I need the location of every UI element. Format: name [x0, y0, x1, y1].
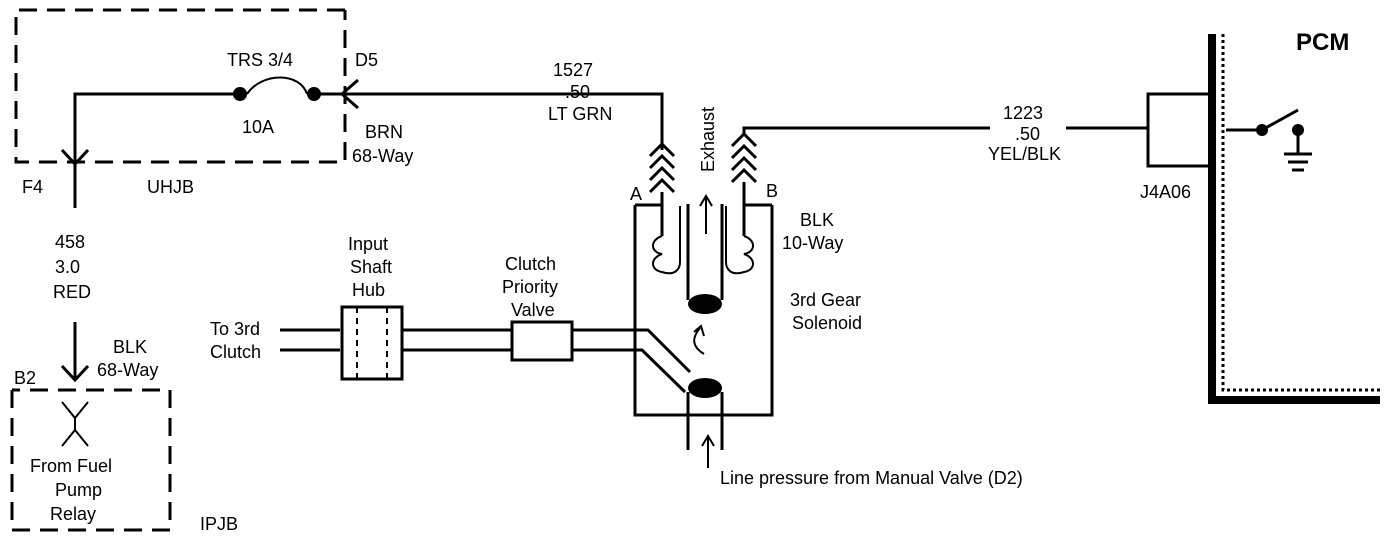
wire-1223-gauge: .50 — [1015, 124, 1040, 144]
cpv-line-1: Clutch — [505, 254, 556, 274]
uhjb-box — [14, 8, 347, 164]
relay-line-3: Relay — [50, 504, 96, 524]
cpv-line-3: Valve — [511, 300, 555, 320]
exhaust-label: Exhaust — [698, 107, 718, 172]
hub-line-3: Hub — [352, 280, 385, 300]
exhaust-arrow-icon — [699, 194, 713, 234]
line-pressure-arrow-icon — [701, 434, 715, 468]
solenoid-line-2: Solenoid — [792, 313, 862, 333]
wire-1223 — [742, 126, 1148, 134]
uhjb-connector-color: BRN — [365, 122, 403, 142]
pcm-connector-box — [1146, 92, 1212, 168]
ground-icon — [1284, 130, 1312, 172]
pin-a-connector-icon — [648, 141, 676, 194]
to-clutch-line-2: Clutch — [210, 342, 261, 362]
relay-line-2: Pump — [55, 480, 102, 500]
ipjb-box — [10, 388, 172, 532]
check-ball-icon — [688, 378, 722, 398]
wire-458-color: RED — [53, 282, 91, 302]
d5-terminal-icon — [339, 78, 359, 110]
ipjb-label: IPJB — [200, 514, 238, 534]
wire-1527 — [314, 92, 664, 150]
solenoid-body — [633, 205, 774, 417]
valve-to-solenoid-lines — [572, 328, 692, 394]
clutch-priority-valve — [510, 320, 574, 362]
pin-b2: B2 — [14, 368, 36, 388]
fuse-icon — [233, 76, 321, 101]
plunger-upper-icon — [688, 294, 722, 314]
wire-458-gauge: 3.0 — [55, 257, 80, 277]
relay-terminal-icon — [61, 401, 89, 447]
pin-f4: F4 — [22, 177, 43, 197]
pcm-enclosure-hatch — [1221, 34, 1380, 392]
pin-a: A — [630, 184, 642, 204]
pcm-enclosure — [1208, 34, 1380, 404]
uhjb-internal-wire — [73, 92, 240, 150]
ball-travel-arrow-icon — [693, 324, 705, 355]
wire-1527-color: LT GRN — [548, 104, 612, 124]
wire-458-circuit: 458 — [55, 232, 85, 252]
hub-to-valve-lines — [402, 328, 512, 352]
exhaust-port — [686, 204, 724, 300]
hub-line-2: Shaft — [350, 257, 392, 277]
coil-b-icon — [725, 206, 754, 275]
hub-line-1: Input — [348, 234, 388, 254]
wire-1527-circuit: 1527 — [553, 60, 593, 80]
line-pressure-port — [686, 392, 724, 450]
pin-b: B — [766, 181, 778, 201]
to-clutch-line-1: To 3rd — [210, 319, 260, 339]
pcm-pin: J4A06 — [1140, 182, 1191, 202]
solenoid-connector-way: 10-Way — [782, 233, 843, 253]
b2-terminal-icon — [60, 364, 90, 383]
pin-d5: D5 — [355, 50, 378, 70]
pin-b-connector-icon — [730, 131, 758, 184]
uhjb-label: UHJB — [147, 177, 194, 197]
pcm-label: PCM — [1296, 29, 1349, 56]
uhjb-connector-way: 68-Way — [352, 146, 413, 166]
coil-a-icon — [652, 206, 681, 275]
wire-1223-color: YEL/BLK — [988, 144, 1061, 164]
solenoid-connector-color: BLK — [800, 210, 834, 230]
wire-1527-gauge: .50 — [565, 82, 590, 102]
ipjb-connector-way: 68-Way — [97, 360, 158, 380]
hub-internal-lines — [356, 307, 388, 379]
ipjb-connector-color: BLK — [113, 337, 147, 357]
relay-line-1: From Fuel — [30, 456, 112, 476]
solenoid-line-1: 3rd Gear — [790, 290, 861, 310]
cpv-line-2: Priority — [502, 277, 558, 297]
line-pressure-label: Line pressure from Manual Valve (D2) — [720, 468, 1023, 488]
input-shaft-hub — [340, 305, 404, 381]
wire-1223-circuit: 1223 — [1003, 103, 1043, 123]
fuse-name: TRS 3/4 — [227, 50, 293, 70]
switch-blade-icon — [1261, 108, 1299, 132]
to-clutch-lines — [280, 328, 340, 352]
fuse-rating: 10A — [242, 117, 274, 137]
